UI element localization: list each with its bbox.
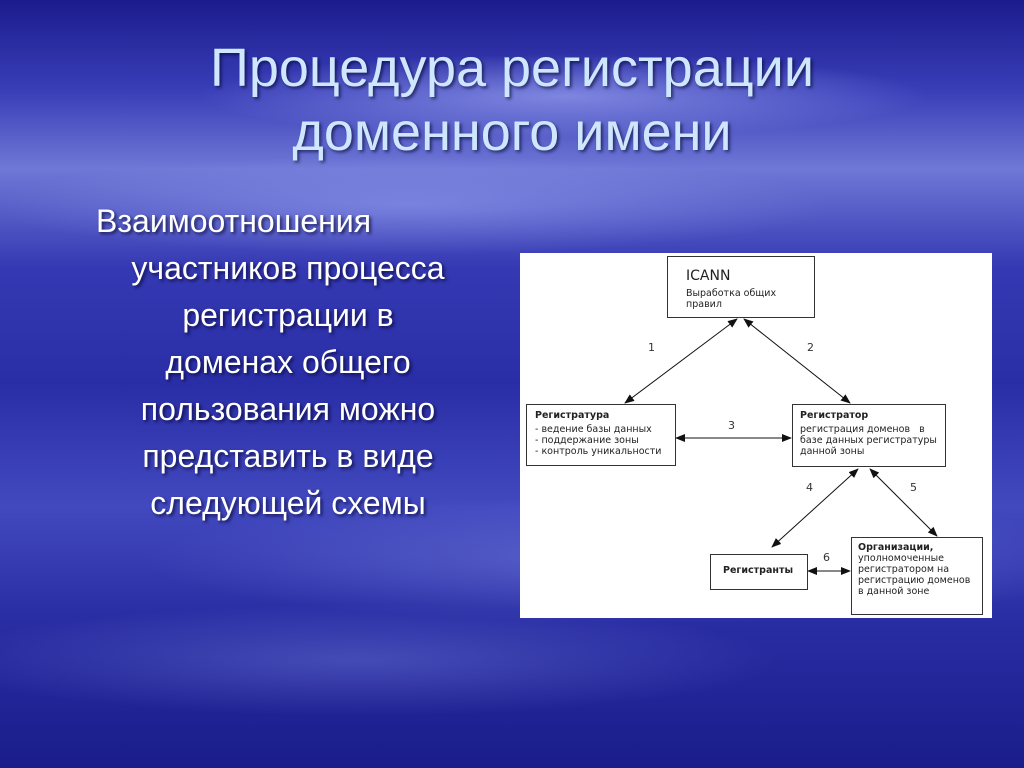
body-line-7: следующей схемы (150, 485, 426, 521)
icann-title: ICANN (686, 268, 731, 284)
slide-title-line-1: Процедура регистрации (210, 38, 814, 98)
slide-title-line-2: доменного имени (292, 102, 732, 162)
registry-item: - контроль уникальности (535, 446, 662, 457)
body-line-5: пользования можно (140, 391, 436, 427)
registry-title: Регистратура (535, 410, 610, 421)
registration-diagram: 1 2 3 4 5 6 ICANN Выработка общих правил… (520, 253, 992, 618)
body-line-6: представить в виде (142, 438, 434, 474)
body-line-3: регистрации в (182, 297, 394, 333)
arrow-4-registrar-registrants (771, 468, 859, 548)
arrow-2-icann-registrar (743, 318, 851, 404)
diagram-arrows (624, 318, 938, 575)
registrants-title: Регистранты (723, 565, 794, 576)
registry-box: Регистратура - ведение базы данных - под… (526, 404, 676, 466)
orgs-line: регистратором на (858, 564, 950, 575)
icann-box: ICANN Выработка общих правил (667, 256, 815, 318)
registry-item: - ведение базы данных (535, 424, 652, 435)
orgs-line: уполномоченные (858, 553, 944, 564)
arrow-label-2: 2 (807, 341, 814, 354)
arrow-label-6: 6 (823, 551, 830, 564)
slide-body-text: Взаимоотношения участников процесса реги… (88, 198, 488, 527)
orgs-line: в данной зоне (858, 586, 930, 597)
arrow-label-4: 4 (806, 481, 813, 494)
registry-item: - поддержание зоны (535, 435, 639, 446)
registrar-line: регистрация доменов в (800, 424, 925, 435)
arrow-label-5: 5 (910, 481, 917, 494)
registrar-line: базе данных регистратуры (800, 435, 937, 446)
registrants-box: Регистранты (710, 554, 808, 590)
arrow-1-icann-registry (624, 318, 738, 404)
orgs-line: регистрацию доменов (858, 575, 971, 586)
arrow-label-3: 3 (728, 419, 735, 432)
arrow-5-registrar-orgs (869, 468, 938, 537)
body-line-4: доменах общего (165, 344, 411, 380)
orgs-title: Организации, (858, 542, 934, 553)
arrow-label-1: 1 (648, 341, 655, 354)
icann-subtitle: Выработка общих правил (686, 288, 777, 310)
body-line-2: участников процесса (131, 250, 445, 286)
slide-title: Процедура регистрации доменного имени (0, 36, 1024, 164)
registrar-box: Регистратор регистрация доменов в базе д… (792, 404, 946, 467)
body-line-1: Взаимоотношения (96, 203, 372, 239)
orgs-box: Организации, уполномоченные регистраторо… (851, 537, 983, 615)
registrar-title: Регистратор (800, 410, 869, 421)
registrar-line: данной зоны (800, 446, 865, 457)
